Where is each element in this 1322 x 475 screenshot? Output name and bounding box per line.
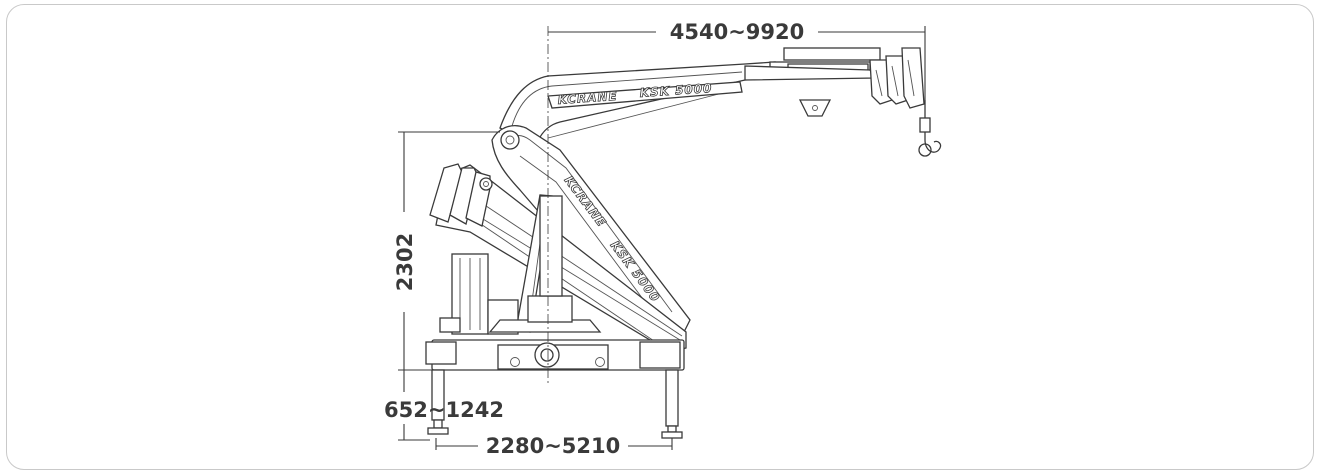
reach-dimension-label: 4540~9920 (670, 20, 805, 44)
dimension-reach: 4540~9920 (548, 20, 926, 100)
main-boom: KCRANE KSK 5000 (499, 47, 942, 157)
height-dimension-label: 2302 (393, 233, 417, 291)
dimension-outrigger-span: 2280~5210 (435, 434, 673, 458)
dimension-height: 2302 (393, 131, 500, 371)
outrigger-height-label: 652~1242 (384, 398, 504, 422)
main-boom-model: KSK 5000 (639, 81, 713, 100)
outrigger-legs (427, 369, 683, 439)
main-boom-brand: KCRANE (557, 89, 618, 107)
outrigger-span-label: 2280~5210 (486, 434, 621, 458)
crane-drawing: KCRANE KSK 5000 KCRANE KSK 5000 (425, 26, 942, 439)
dimension-outrigger-height: 652~1242 (384, 370, 504, 441)
base-assembly (425, 195, 685, 371)
